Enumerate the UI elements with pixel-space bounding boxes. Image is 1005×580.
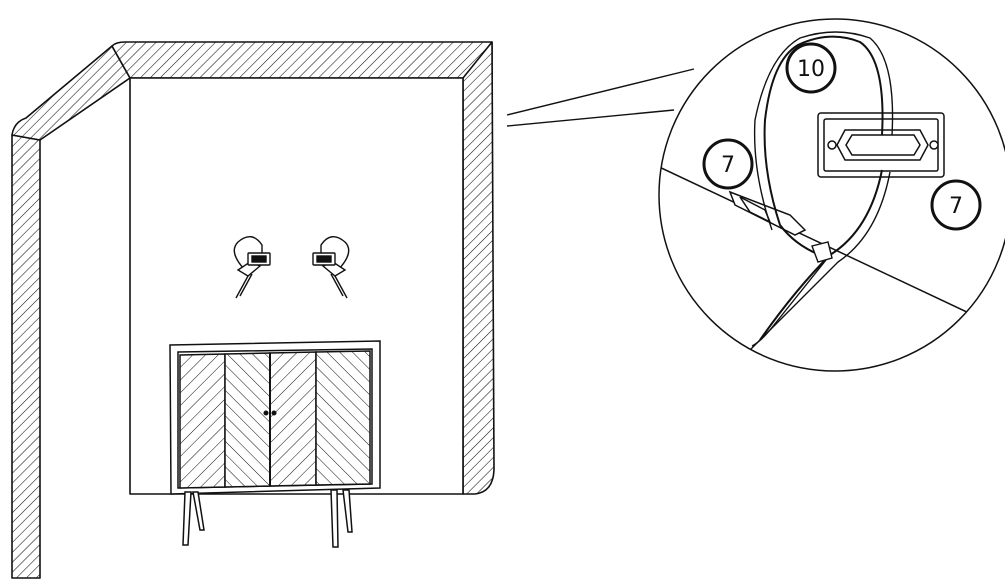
leader-lines <box>506 68 695 127</box>
door-panel-3 <box>269 351 317 487</box>
detail-zip-tie <box>763 35 884 256</box>
wall-bracket-left <box>233 236 271 299</box>
cabinet <box>169 340 381 548</box>
svg-text:7: 7 <box>721 153 735 178</box>
door-panel-2 <box>224 352 271 488</box>
svg-text:7: 7 <box>949 194 963 219</box>
door-knob-right <box>271 410 277 416</box>
door-panel-4 <box>315 350 371 486</box>
callout-anchor-left: 7 <box>702 138 754 190</box>
svg-text:10: 10 <box>797 57 825 82</box>
room-walls <box>11 41 495 579</box>
cabinet-leg-right <box>330 489 353 548</box>
top-wall <box>111 41 493 79</box>
right-wall <box>462 41 495 495</box>
callout-zip-tie: 10 <box>785 42 837 94</box>
detail-magnifier <box>658 18 1005 372</box>
door-knob-left <box>263 410 269 416</box>
corner-wall <box>11 45 131 141</box>
wall-bracket-right <box>312 236 350 299</box>
door-panel-1 <box>179 353 226 489</box>
callout-anchor-right: 7 <box>930 179 982 231</box>
left-side-wall <box>11 134 41 579</box>
cabinet-leg-left <box>182 491 205 546</box>
